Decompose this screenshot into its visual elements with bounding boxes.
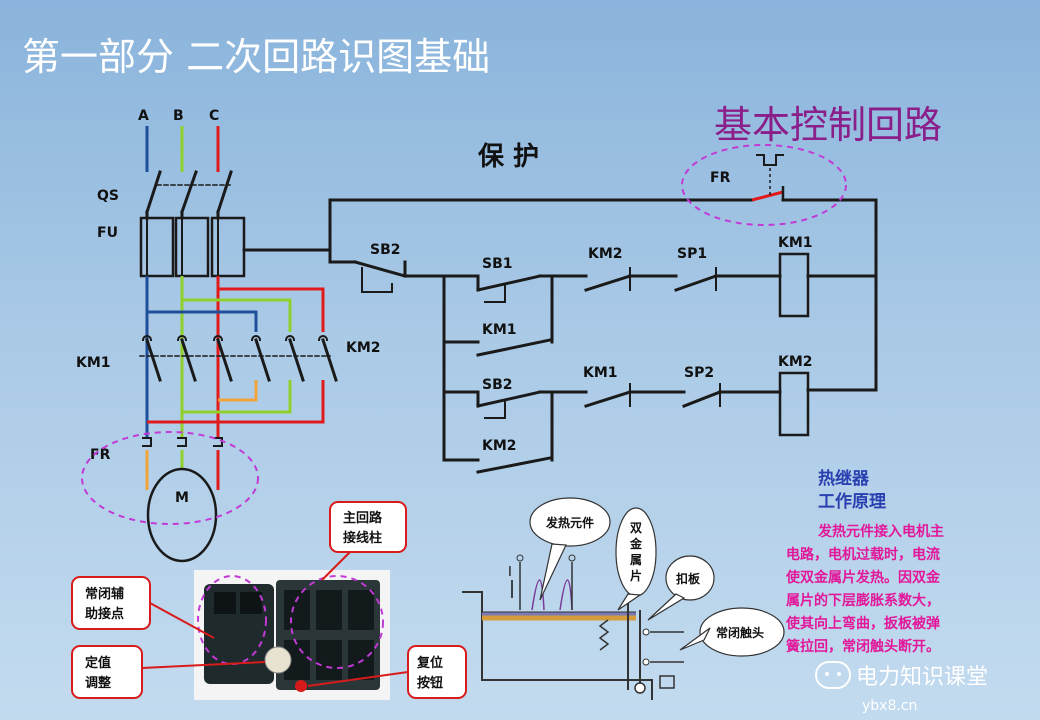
bubble-heater-text: 发热元件	[545, 515, 594, 530]
main-circuit: A B C QS FU	[76, 108, 381, 563]
motor-label: M	[175, 490, 189, 506]
callout-nc-aux-line1: 常闭辅	[85, 586, 124, 602]
callout-reset-line2: 按钮	[417, 675, 443, 691]
fr-main-label: FR	[90, 447, 111, 463]
sb1-label: SB1	[482, 256, 513, 272]
bubble-lever-text: 扣板	[676, 571, 701, 586]
principle-line-2: 电路，电机过载时，电流	[786, 546, 940, 563]
sb1-start-button	[442, 274, 588, 303]
callout-main-terminal-line2: 接线柱	[343, 530, 382, 546]
bubble-lever: 扣板	[647, 555, 715, 621]
qs-label: QS	[97, 188, 119, 204]
diagram-subtitle: 基本控制回路	[714, 103, 942, 147]
watermark-site: ybx8.cn	[862, 698, 917, 714]
km2-r1-label: KM2	[588, 246, 623, 262]
km2-coil	[778, 371, 810, 437]
section-protect-label: 保 护	[477, 142, 539, 172]
phase-c-label: C	[209, 108, 219, 124]
km2-coil-label: KM2	[778, 354, 813, 370]
sb2-stop-button	[328, 260, 446, 293]
principle-line-4: 属片的下层膨胀系数大，	[786, 592, 940, 609]
phase-a-label: A	[138, 108, 149, 124]
km1-main-label: KM1	[76, 355, 111, 371]
principle-mechanism: I	[462, 554, 684, 700]
km-main-contacts	[139, 335, 338, 382]
principle-line-6: 簧拉回，常闭触头断开。	[786, 638, 940, 655]
watermark-brand: 电力知识课堂	[856, 665, 988, 690]
sp1-switch	[674, 267, 782, 292]
callout-setting: 定值 调整	[71, 645, 266, 699]
callout-nc-aux-line2: 助接点	[85, 606, 124, 622]
callout-main-terminal: 主回路 接线柱	[321, 501, 407, 581]
callout-reset-line1: 复位	[416, 655, 443, 671]
fr-thermal-elements	[142, 437, 223, 447]
km1-hold-label: KM1	[482, 322, 517, 338]
principle-line-3: 使双金属片发热。因双金	[785, 569, 941, 586]
fr-highlight-ellipse	[81, 431, 259, 525]
wechat-icon	[815, 661, 851, 689]
km2-interlock-contact	[584, 267, 678, 292]
principle-title-2: 工作原理	[818, 491, 886, 512]
km2-hold-label: KM2	[482, 438, 517, 454]
callout-setting-line2: 调整	[85, 675, 112, 691]
page-title: 第一部分 二次回路识图基础	[22, 35, 490, 79]
bubble-bimetal: 双 金 属 片	[615, 507, 657, 611]
principle-text: 热继器 工作原理 发热元件接入电机主 电路，电机过载时，电流 使双金属片发热。因…	[785, 468, 944, 655]
bubble-nc-contact-text: 常闭触头	[716, 625, 764, 640]
control-circuit: FR SB2 SB1 KM1	[242, 144, 878, 474]
bubble-nc-contact: 常闭触头	[679, 607, 785, 657]
sb2-start-button	[442, 390, 588, 419]
km1-r2-label: KM1	[583, 365, 618, 381]
km1-hold-contact	[442, 274, 554, 357]
principle-line-5: 使其向上弯曲，扳板被弹	[785, 615, 940, 632]
fr-ctrl-highlight-ellipse	[681, 144, 847, 226]
bubble-bimetal-char4: 片	[630, 568, 642, 583]
phase-b-label: B	[173, 108, 184, 124]
km1-interlock-contact	[584, 383, 686, 408]
callout-nc-aux: 常闭辅 助接点	[71, 576, 215, 639]
principle-line-1: 发热元件接入电机主	[817, 523, 944, 540]
relay-photo	[194, 570, 390, 700]
sb2-label: SB2	[482, 377, 513, 393]
sp1-label: SP1	[677, 246, 707, 262]
bubble-heater: 发热元件	[529, 497, 611, 601]
bubble-bimetal-char3: 属	[630, 553, 642, 567]
km1-coil	[778, 252, 810, 318]
callout-main-terminal-line1: 主回路	[343, 510, 383, 526]
bubble-bimetal-char1: 双	[630, 521, 642, 535]
km2-hold-contact	[442, 390, 554, 474]
sp2-switch	[682, 383, 782, 408]
watermark: 电力知识课堂 ybx8.cn	[815, 661, 988, 714]
sp2-label: SP2	[684, 365, 714, 381]
km2-main-label: KM2	[346, 340, 381, 356]
callout-reset: 复位 按钮	[307, 645, 467, 699]
fr-nc-contact	[751, 154, 785, 202]
callout-setting-line1: 定值	[84, 655, 111, 671]
bubble-bimetal-char2: 金	[629, 536, 643, 551]
fu-label: FU	[97, 225, 118, 241]
principle-title-1: 热继器	[818, 468, 870, 489]
sb2-top-label: SB2	[370, 242, 401, 258]
motor-symbol	[146, 467, 218, 563]
km1-coil-label: KM1	[778, 235, 813, 251]
fu-fuses	[139, 216, 246, 278]
qs-switch	[145, 170, 233, 220]
current-label: I	[508, 565, 512, 580]
fr-ctrl-label: FR	[710, 170, 731, 186]
